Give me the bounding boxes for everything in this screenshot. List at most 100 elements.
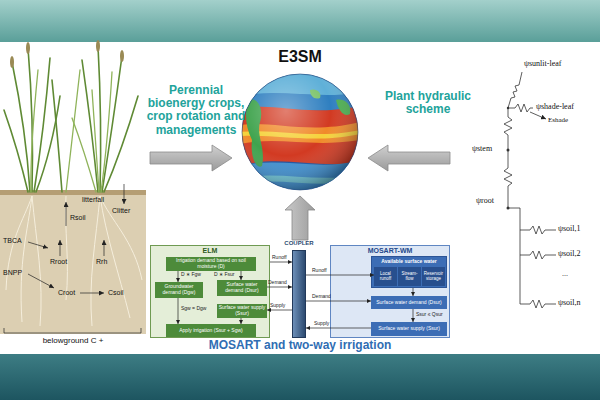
box-heading: E3SM [240,48,360,66]
flux-arrows [28,242,48,248]
storage-box: Local runoff [374,267,397,286]
edge-label: Sgw = Dgw [181,306,206,311]
edge-label: Demand [312,294,331,299]
grass-plant [101,72,112,192]
box-heading: MOSART-WM [331,247,449,254]
annotation-label: litterfall [82,196,104,204]
header-band [0,0,600,42]
box-text: Groundwater demand (Dgw) [156,284,202,296]
grass-plant [26,42,30,54]
grass-plant [34,58,50,192]
box-text: Local runoff [374,272,397,282]
flux-arrows [28,274,54,288]
hydraulic-circuit [520,251,556,259]
process-box: Surface water demand (Dsur) [371,296,447,309]
grass-plant [52,80,62,192]
soil-panel [100,196,130,318]
group-box: Available surface waterLocal runoffStrea… [371,256,447,288]
flux-arrows [80,293,104,294]
flow-arrow [413,288,414,296]
hydraulic-circuit [507,107,509,109]
grass-plant [36,96,60,192]
box-text: Reservoir storage [422,272,445,282]
side-arrows [368,145,450,171]
annotation-label: Rroot [50,258,67,266]
flow-arrow [241,318,242,324]
globe-node: E3SM [240,48,360,196]
box-text: Surface water supply (Ssur) [218,305,266,317]
grass-plant [4,110,28,192]
flow-arrow [178,271,179,282]
flow-arrow [241,271,242,280]
grass-plant [98,46,101,192]
grass-plant [31,70,112,192]
hydraulic-circuit [504,108,512,150]
grass-plant [28,48,33,192]
process-box: Surface water demand (Dsur) [217,280,267,296]
soil-panel [21,196,32,322]
footer-band [0,354,600,400]
flow-arrow [306,328,371,329]
grass-plant [96,40,100,52]
box-text: Irrigation demand based on soil moisture… [167,258,255,270]
grass-plant [10,40,124,68]
edge-label: Runoff [312,268,327,273]
edge-label: Ssur ≤ Qsur [416,312,443,317]
annotation-label: ψroot [476,197,494,206]
annotation-label: ψstem [472,145,492,154]
annotation-label: Clitter [112,207,130,215]
box-text: Surface water demand (Dsur) [218,282,266,294]
box-heading: COUPLER [284,240,313,246]
model-box: ELM Irrigation demand based on soil moist… [150,245,270,338]
annotation-label: ... [562,270,568,279]
box-heading: ELM [151,247,269,254]
grass-plant [31,70,38,192]
annotation-label: ψsoil,n [558,299,581,308]
annotation-label: Csoil [108,289,124,297]
section-label: Perennial bioenergy crops, crop rotation… [140,84,252,137]
grass-plant [72,118,96,192]
edge-label: Supply [314,321,329,326]
grass-plant [4,40,138,192]
flux-arrows [66,202,67,226]
process-box: Surface water supply (Ssur) [217,304,267,318]
annotation-label: Eshade [548,117,568,125]
hydraulic-circuit [507,207,510,210]
grass-plant [12,62,30,192]
flow-arrow [267,310,292,311]
process-box: Groundwater demand (Dgw) [155,282,203,298]
storage-box: Reservoir storage [422,267,445,286]
process-box: Irrigation demand based on soil moisture… [166,257,256,271]
coupling-arrow [285,196,315,240]
coupler-bar-fill [292,250,306,338]
flux-arrows [60,240,61,256]
grass-plant [4,46,138,192]
annotation-label: Croot [58,289,75,297]
soil-panel [6,196,142,326]
hydraulic-circuit [520,300,556,308]
earth-globe [240,70,360,194]
annotation-label: ψsunlit-leaf [524,60,561,69]
grass-plant [66,70,80,192]
hydraulic-circuit [507,107,510,210]
flow-arrow [178,298,179,324]
annotation-label: Rrh [96,258,107,266]
annotation-label: ψshade-leaf [536,103,574,112]
earth-globe [242,74,358,190]
process-box: Surface water supply (Ssur) [371,322,447,336]
edge-label: Demand [268,280,287,285]
earth-globe [240,70,360,194]
hydraulic-circuit [508,72,522,108]
annotation-label: Rsoil [70,214,86,222]
box-text: Stream-flow [398,272,421,282]
grass-plant [10,56,14,68]
annotation-label: ψsoil,2 [558,250,581,259]
box-text: Surface water supply (Ssur) [378,326,440,332]
edge-label: D ∗ Fsur [214,272,234,277]
coupler-bar: COUPLER [292,240,306,338]
annotation-label: TBCA [3,237,22,245]
flow-arrow [306,275,374,276]
hydraulic-circuit [520,226,556,234]
